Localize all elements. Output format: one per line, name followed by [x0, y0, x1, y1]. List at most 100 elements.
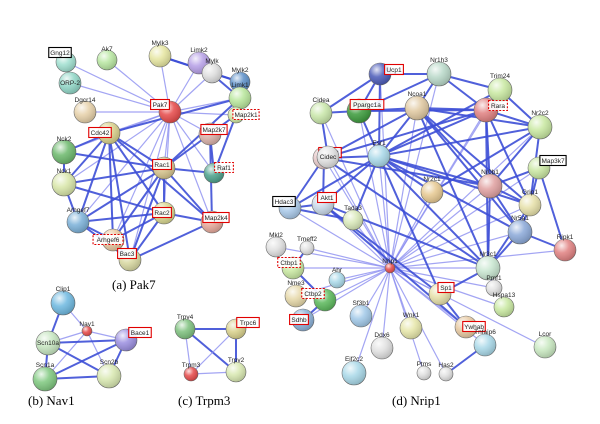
node-Ucp1[interactable]: Ucp1 — [368, 62, 404, 86]
caption-panel-c: (c) Trpm3 — [178, 393, 230, 408]
node-Tnfaip6[interactable]: Tnfaip6 — [473, 329, 497, 357]
node-Pak7[interactable]: Pak7 — [150, 98, 182, 124]
node-Arhgef6[interactable]: Arhgef6 — [92, 228, 125, 252]
node-Lcor[interactable]: Lcor — [533, 331, 557, 359]
node-Limk1[interactable]: Limk1 — [228, 82, 252, 110]
node-Ywhab[interactable]: Ywhab — [454, 315, 486, 339]
node-shine — [400, 317, 422, 339]
node-shine — [405, 96, 429, 120]
node-Dgcr14[interactable]: Dgcr14 — [73, 97, 97, 124]
label-box-Bace1 — [128, 326, 152, 339]
node-label-Ywhab: Ywhab — [464, 324, 484, 331]
node-Trpc6[interactable]: Trpc6 — [225, 316, 260, 340]
node-Trpv2[interactable]: Trpv2 — [225, 357, 247, 383]
node-Cdc42[interactable]: Cdc42 — [88, 121, 121, 145]
node-Grip1[interactable]: Grip1 — [518, 189, 542, 217]
node-Nr5a1[interactable]: Nr5a1 — [507, 215, 533, 245]
label-box-Ywhab — [462, 320, 486, 333]
node-Ddx6[interactable]: Ddx6 — [370, 332, 394, 360]
node-Scn2b[interactable]: Scn2b — [96, 359, 122, 389]
node-Bac3[interactable]: Bac3 — [117, 247, 142, 272]
node-label-Cidec: Cidec — [320, 154, 337, 161]
node-label-Map2k1: Map2k1 — [234, 112, 258, 119]
node-Rac1[interactable]: Rac1 — [152, 156, 176, 180]
node-Cidec[interactable]: Cidec — [316, 145, 340, 169]
node-Map2k4[interactable]: Map2k4 — [200, 210, 230, 234]
node-Ctbp1[interactable]: Ctbp1 — [277, 256, 305, 280]
node-label-Cidea: Cidea — [313, 97, 330, 104]
node-label-Limk2: Limk2 — [190, 47, 208, 54]
node-Mylk3[interactable]: Mylk3 — [148, 40, 172, 68]
node-Pmf1[interactable]: Pmf1 — [485, 275, 503, 297]
node-Ahr[interactable]: Ahr — [328, 267, 346, 289]
node-Mylk[interactable]: Mylk — [201, 58, 223, 84]
node-Trim24[interactable]: Trim24 — [487, 73, 513, 103]
node-shine — [474, 334, 496, 356]
label-box-Gng12 — [48, 46, 72, 59]
node-label-Clip1: Clip1 — [56, 286, 71, 293]
node-Nrip1[interactable]: Nrip1 — [382, 258, 398, 274]
node-Map2k1[interactable]: Map2k1 — [227, 106, 260, 124]
node-Nr1h3[interactable]: Nr1h3 — [426, 57, 452, 87]
node-label-Ppargc1a: Ppargc1a — [353, 102, 381, 109]
node-Hdac3[interactable]: Hdac3 — [272, 195, 302, 220]
node-Nr0b1[interactable]: Nr0b1 — [477, 169, 503, 199]
edge-d-Nr2c2-Nr0b1 — [489, 126, 541, 187]
node-Mkl2[interactable]: Mkl2 — [265, 232, 287, 258]
node-Raf1[interactable]: Raf1 — [203, 161, 234, 184]
node-Has2[interactable]: Has2 — [438, 362, 454, 382]
node-Trpm3[interactable]: Trpm3 — [182, 362, 201, 382]
node-shine — [554, 239, 576, 261]
node-Ppargc1a[interactable]: Ppargc1a — [346, 98, 385, 124]
node-Nr2c1[interactable]: Nr2c1 — [420, 176, 444, 204]
node-Gng12[interactable]: Gng12 — [48, 46, 77, 73]
node-shine — [439, 367, 453, 381]
node-ORP-2[interactable]: ORP-2 — [58, 71, 82, 95]
node-shine — [97, 50, 117, 70]
node-Wnk1[interactable]: Wnk1 — [399, 312, 423, 340]
node-Sp1[interactable]: Sp1 — [428, 281, 455, 306]
node-shine — [342, 361, 366, 385]
label-box-Map2k1 — [232, 108, 260, 121]
node-Arhgef7[interactable]: Arhgef7 — [67, 207, 90, 234]
node-Ak7[interactable]: Ak7 — [96, 46, 118, 71]
node-Clip1[interactable]: Clip1 — [50, 286, 76, 316]
node-Cidea[interactable]: Cidea — [309, 97, 333, 125]
node-Nav1[interactable]: Nav1 — [79, 321, 95, 337]
label-box-Map2k4 — [202, 211, 230, 224]
node-Nck1[interactable]: Nck1 — [51, 168, 77, 197]
node-Hspa13[interactable]: Hspa13 — [493, 292, 516, 318]
node-Nr2c2[interactable]: Nr2c2 — [527, 110, 553, 140]
node-label-Grip1: Grip1 — [522, 189, 538, 196]
node-Ripk1[interactable]: Ripk1 — [553, 234, 577, 262]
node-Akt1[interactable]: Akt1 — [311, 191, 337, 216]
edge-a-Rac1-Nck1 — [63, 167, 165, 185]
node-Map3k7[interactable]: Map3k7 — [527, 154, 567, 180]
node-Rac2[interactable]: Rac2 — [152, 201, 176, 225]
node-Ncoa1[interactable]: Ncoa1 — [404, 91, 430, 121]
node-Nr3c1[interactable]: Nr3c1 — [475, 251, 501, 281]
edge-d-Nr2c2-Nr2c1 — [431, 126, 541, 193]
node-Esr1[interactable]: Esr1 — [367, 140, 391, 168]
node-label-Lcor: Lcor — [539, 331, 552, 338]
node-Ptms[interactable]: Ptms — [417, 361, 433, 381]
node-Trpv4[interactable]: Trpv4 — [174, 314, 196, 340]
node-Rara[interactable]: Rara — [473, 97, 508, 123]
edge-d-Rara-Grip1 — [485, 109, 531, 206]
node-Tada3[interactable]: Tada3 — [342, 205, 364, 231]
node-Eif2c2[interactable]: Eif2c2 — [341, 356, 367, 386]
node-Ctbp2[interactable]: Ctbp2 — [301, 287, 337, 312]
node-Map2k7[interactable]: Map2k7 — [198, 122, 228, 146]
edge-d-Map3k7-Ripk1 — [538, 167, 566, 251]
label-box-bg-Arhgef6 — [93, 234, 123, 245]
node-label-Ncoa1: Ncoa1 — [408, 91, 427, 98]
node-Mylk2[interactable]: Mylk2 — [229, 67, 251, 93]
node-Nck2[interactable]: Nck2 — [51, 136, 77, 165]
node-Sf3b1[interactable]: Sf3b1 — [349, 300, 373, 328]
node-shine — [36, 331, 60, 355]
node-Tmeff2[interactable]: Tmeff2 — [297, 236, 317, 256]
node-Scn1a[interactable]: Scn1a — [32, 362, 58, 392]
node-Scn10a[interactable]: Scn10a — [35, 330, 61, 356]
node-Sdhb[interactable]: Sdhb — [289, 308, 315, 332]
node-Bace1[interactable]: Bace1 — [114, 326, 152, 352]
